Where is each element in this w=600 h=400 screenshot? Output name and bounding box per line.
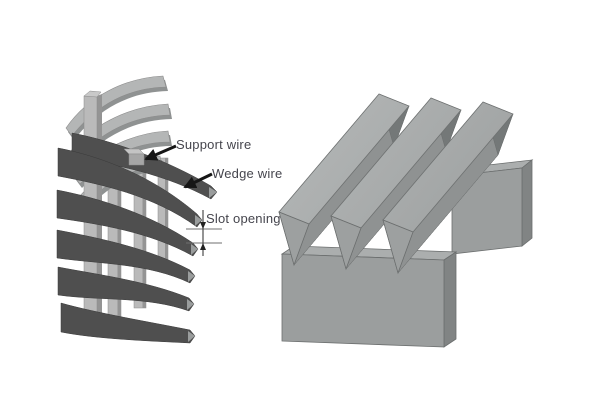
band-end-facet	[188, 271, 195, 282]
wedge-wire-band	[56, 229, 196, 284]
slot-opening-dimension	[186, 210, 222, 256]
top-blade-underside	[80, 160, 164, 210]
band-end-facet	[188, 331, 195, 342]
support-rod-shade	[117, 152, 121, 322]
wedge-wire-bar	[278, 93, 410, 267]
wedge-wire-bar	[330, 97, 462, 271]
band-end-facet	[209, 187, 217, 198]
support-wire-label: Support wire	[176, 137, 251, 152]
support-rod-cap	[83, 90, 102, 98]
curved-screen-figure	[56, 75, 218, 344]
support-bar-side-face	[443, 251, 457, 348]
wedge-bar-front-face	[330, 215, 362, 271]
wedge-wire-bar	[382, 101, 514, 275]
wedge-bar-front-face	[278, 211, 310, 267]
top-blade-underside	[76, 135, 172, 188]
wedge-wire-band	[60, 302, 196, 344]
dimension-arrowhead	[200, 243, 206, 250]
wedge-wire-label: Wedge wire	[212, 166, 282, 181]
support-wire-segment-front	[128, 153, 145, 166]
band-end-facet	[191, 244, 198, 255]
support-bar-front-face	[451, 167, 523, 255]
wedge-wire-band	[57, 266, 195, 312]
support-wire-arrow	[144, 144, 177, 161]
support-bar-front	[280, 245, 458, 348]
band-end-facet	[187, 299, 194, 310]
wedge-wire-band	[57, 147, 203, 228]
band-end-facet	[195, 215, 202, 226]
wedge-wire-arrow	[183, 172, 213, 189]
support-bar-side-face	[521, 159, 533, 247]
slot-opening-label: Slot opening	[206, 211, 281, 226]
support-bar-front-face	[281, 253, 445, 348]
flat-screen-figure	[278, 93, 534, 348]
dimension-arrowhead	[200, 222, 206, 229]
support-bar-back	[450, 159, 534, 255]
annotations: Support wire Wedge wire Slot opening	[144, 137, 282, 256]
wedge-bar-front-face	[382, 219, 414, 275]
dimension-extension-lines	[186, 228, 222, 244]
support-rod-shade	[165, 158, 168, 262]
